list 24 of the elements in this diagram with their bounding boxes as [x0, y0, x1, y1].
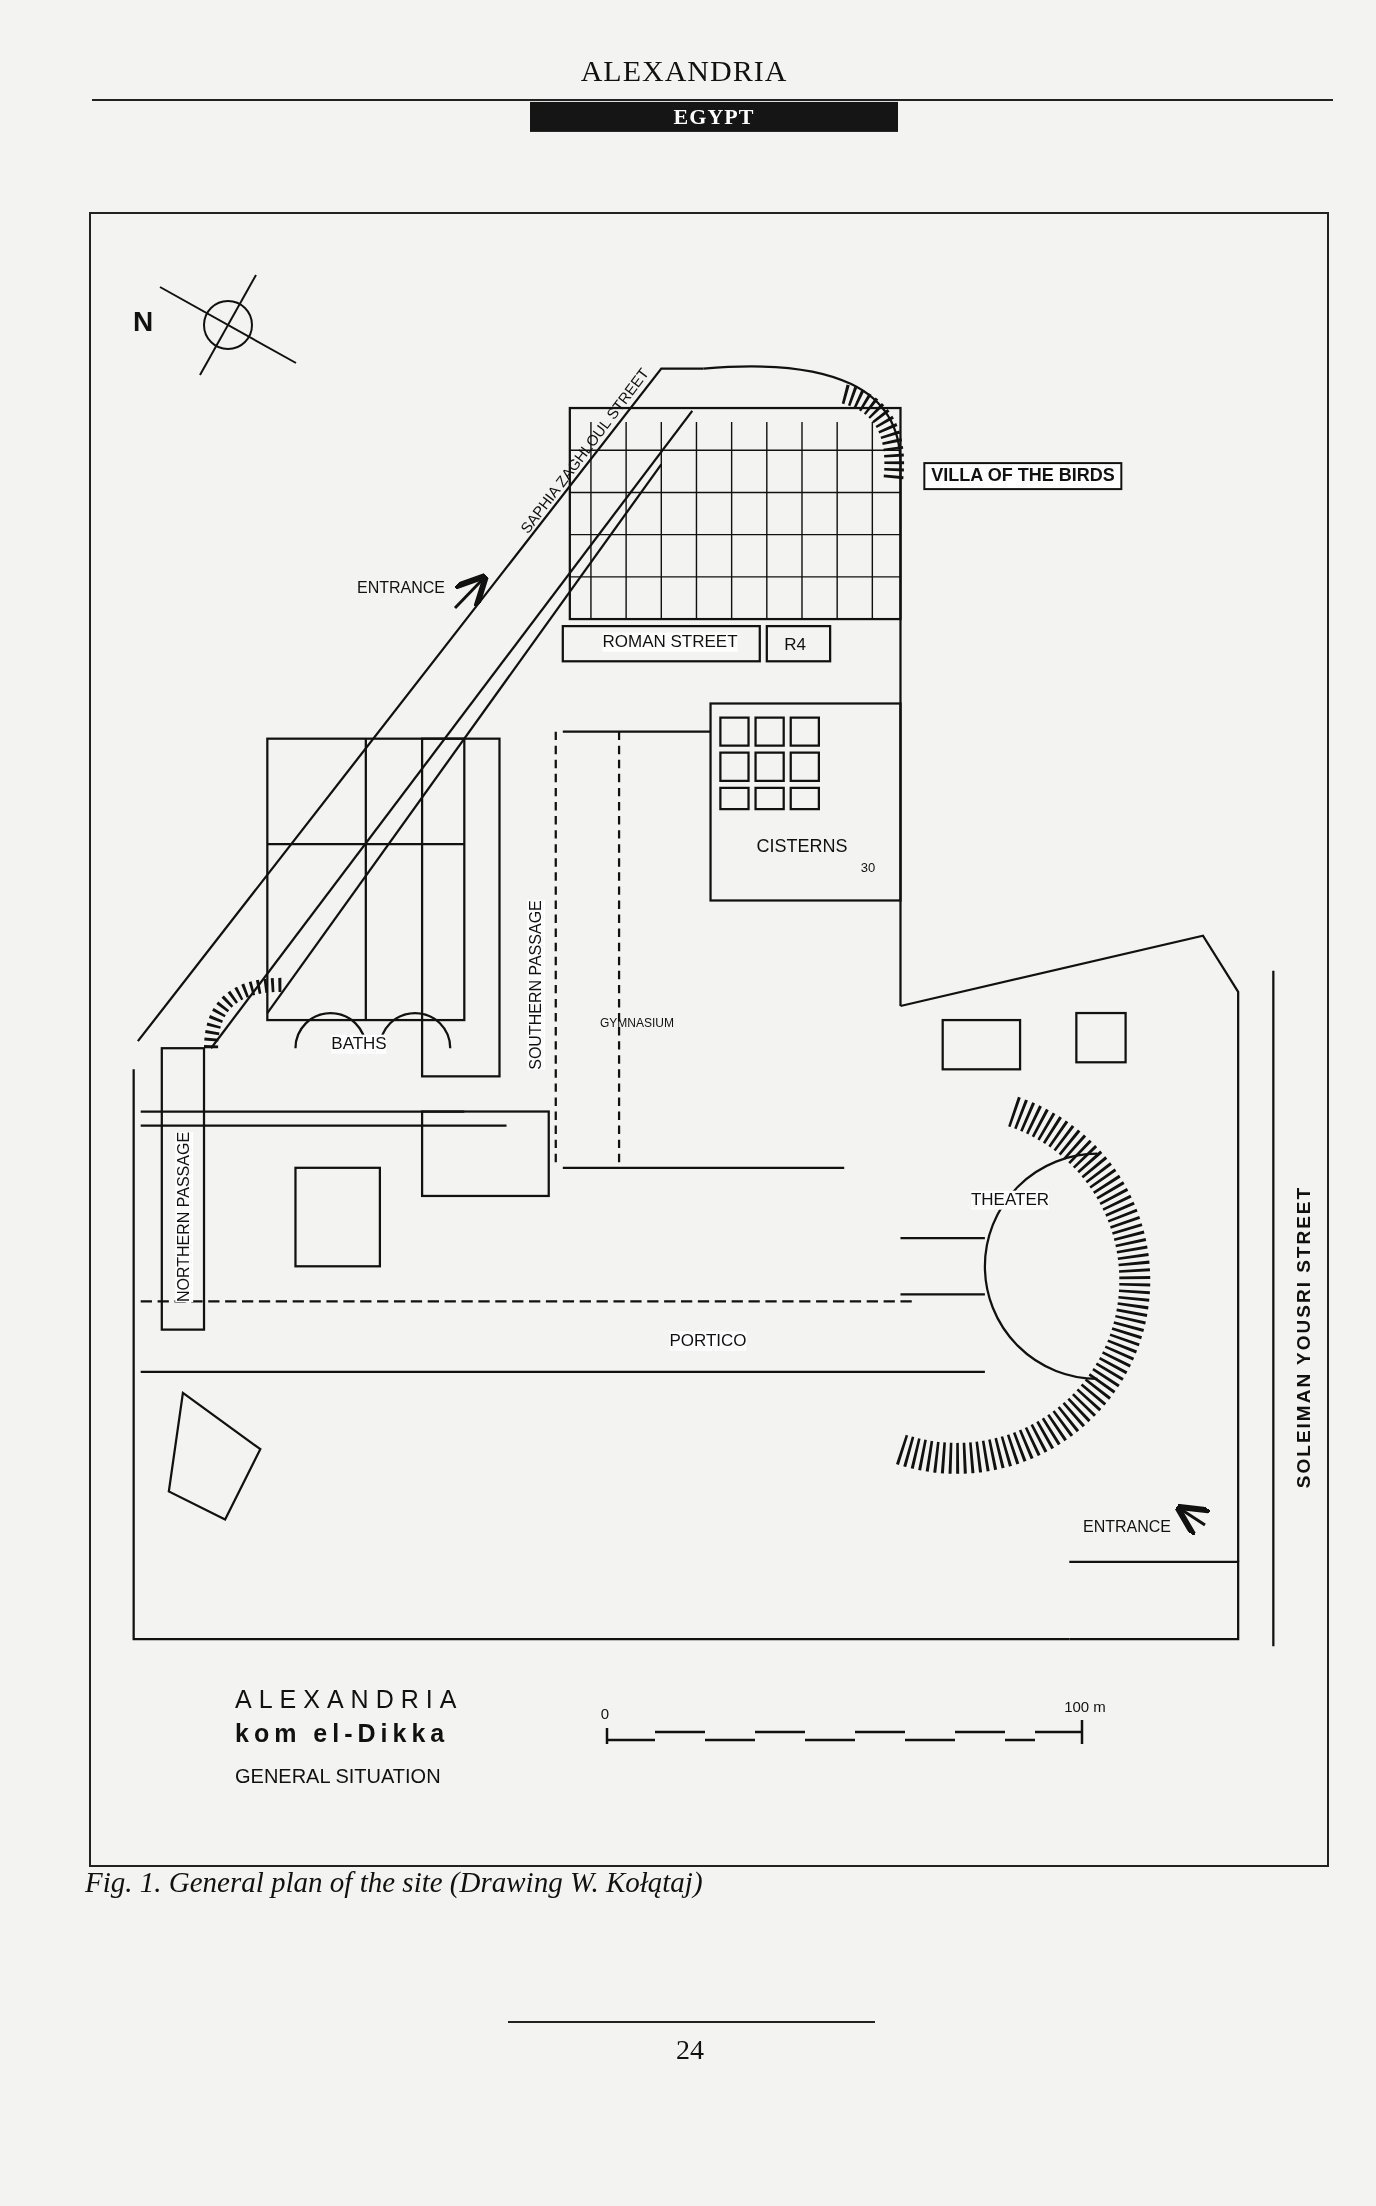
- map-label: SOUTHERN PASSAGE: [527, 900, 545, 1070]
- map-label: R4: [784, 635, 806, 655]
- map-subtitle: kom el-Dikka: [235, 1720, 450, 1748]
- map-label: BATHS: [331, 1034, 387, 1054]
- map-label: ENTRANCE: [1083, 1518, 1171, 1536]
- page-number: 24: [676, 2034, 704, 2066]
- map-label: ENTRANCE: [357, 579, 445, 597]
- map-label: THEATER: [970, 1190, 1050, 1210]
- street-label: SOLEIMAN YOUSRI STREET: [1293, 1185, 1315, 1489]
- map-title: ALEXANDRIA: [235, 1686, 464, 1714]
- map-label: PORTICO: [669, 1331, 747, 1351]
- north-label: N: [132, 306, 154, 338]
- room-number: 30: [860, 860, 876, 876]
- map-subtitle: GENERAL SITUATION: [235, 1765, 441, 1787]
- map-label: VILLA OF THE BIRDS: [923, 462, 1123, 490]
- scale-label: 100 m: [1064, 1698, 1106, 1716]
- header-band: EGYPT: [530, 101, 898, 133]
- map-label: NORTHERN PASSAGE: [175, 1131, 193, 1303]
- map-label: ROMAN STREET: [602, 632, 738, 652]
- map-label: CISTERNS: [756, 837, 848, 857]
- map-label: GYMNASIUM: [600, 1017, 674, 1031]
- figure-caption: Fig. 1. General plan of the site (Drawing W. Kołątaj): [85, 1865, 704, 1900]
- scale-label: 0: [600, 1705, 610, 1723]
- running-header: ALEXANDRIA: [580, 53, 788, 87]
